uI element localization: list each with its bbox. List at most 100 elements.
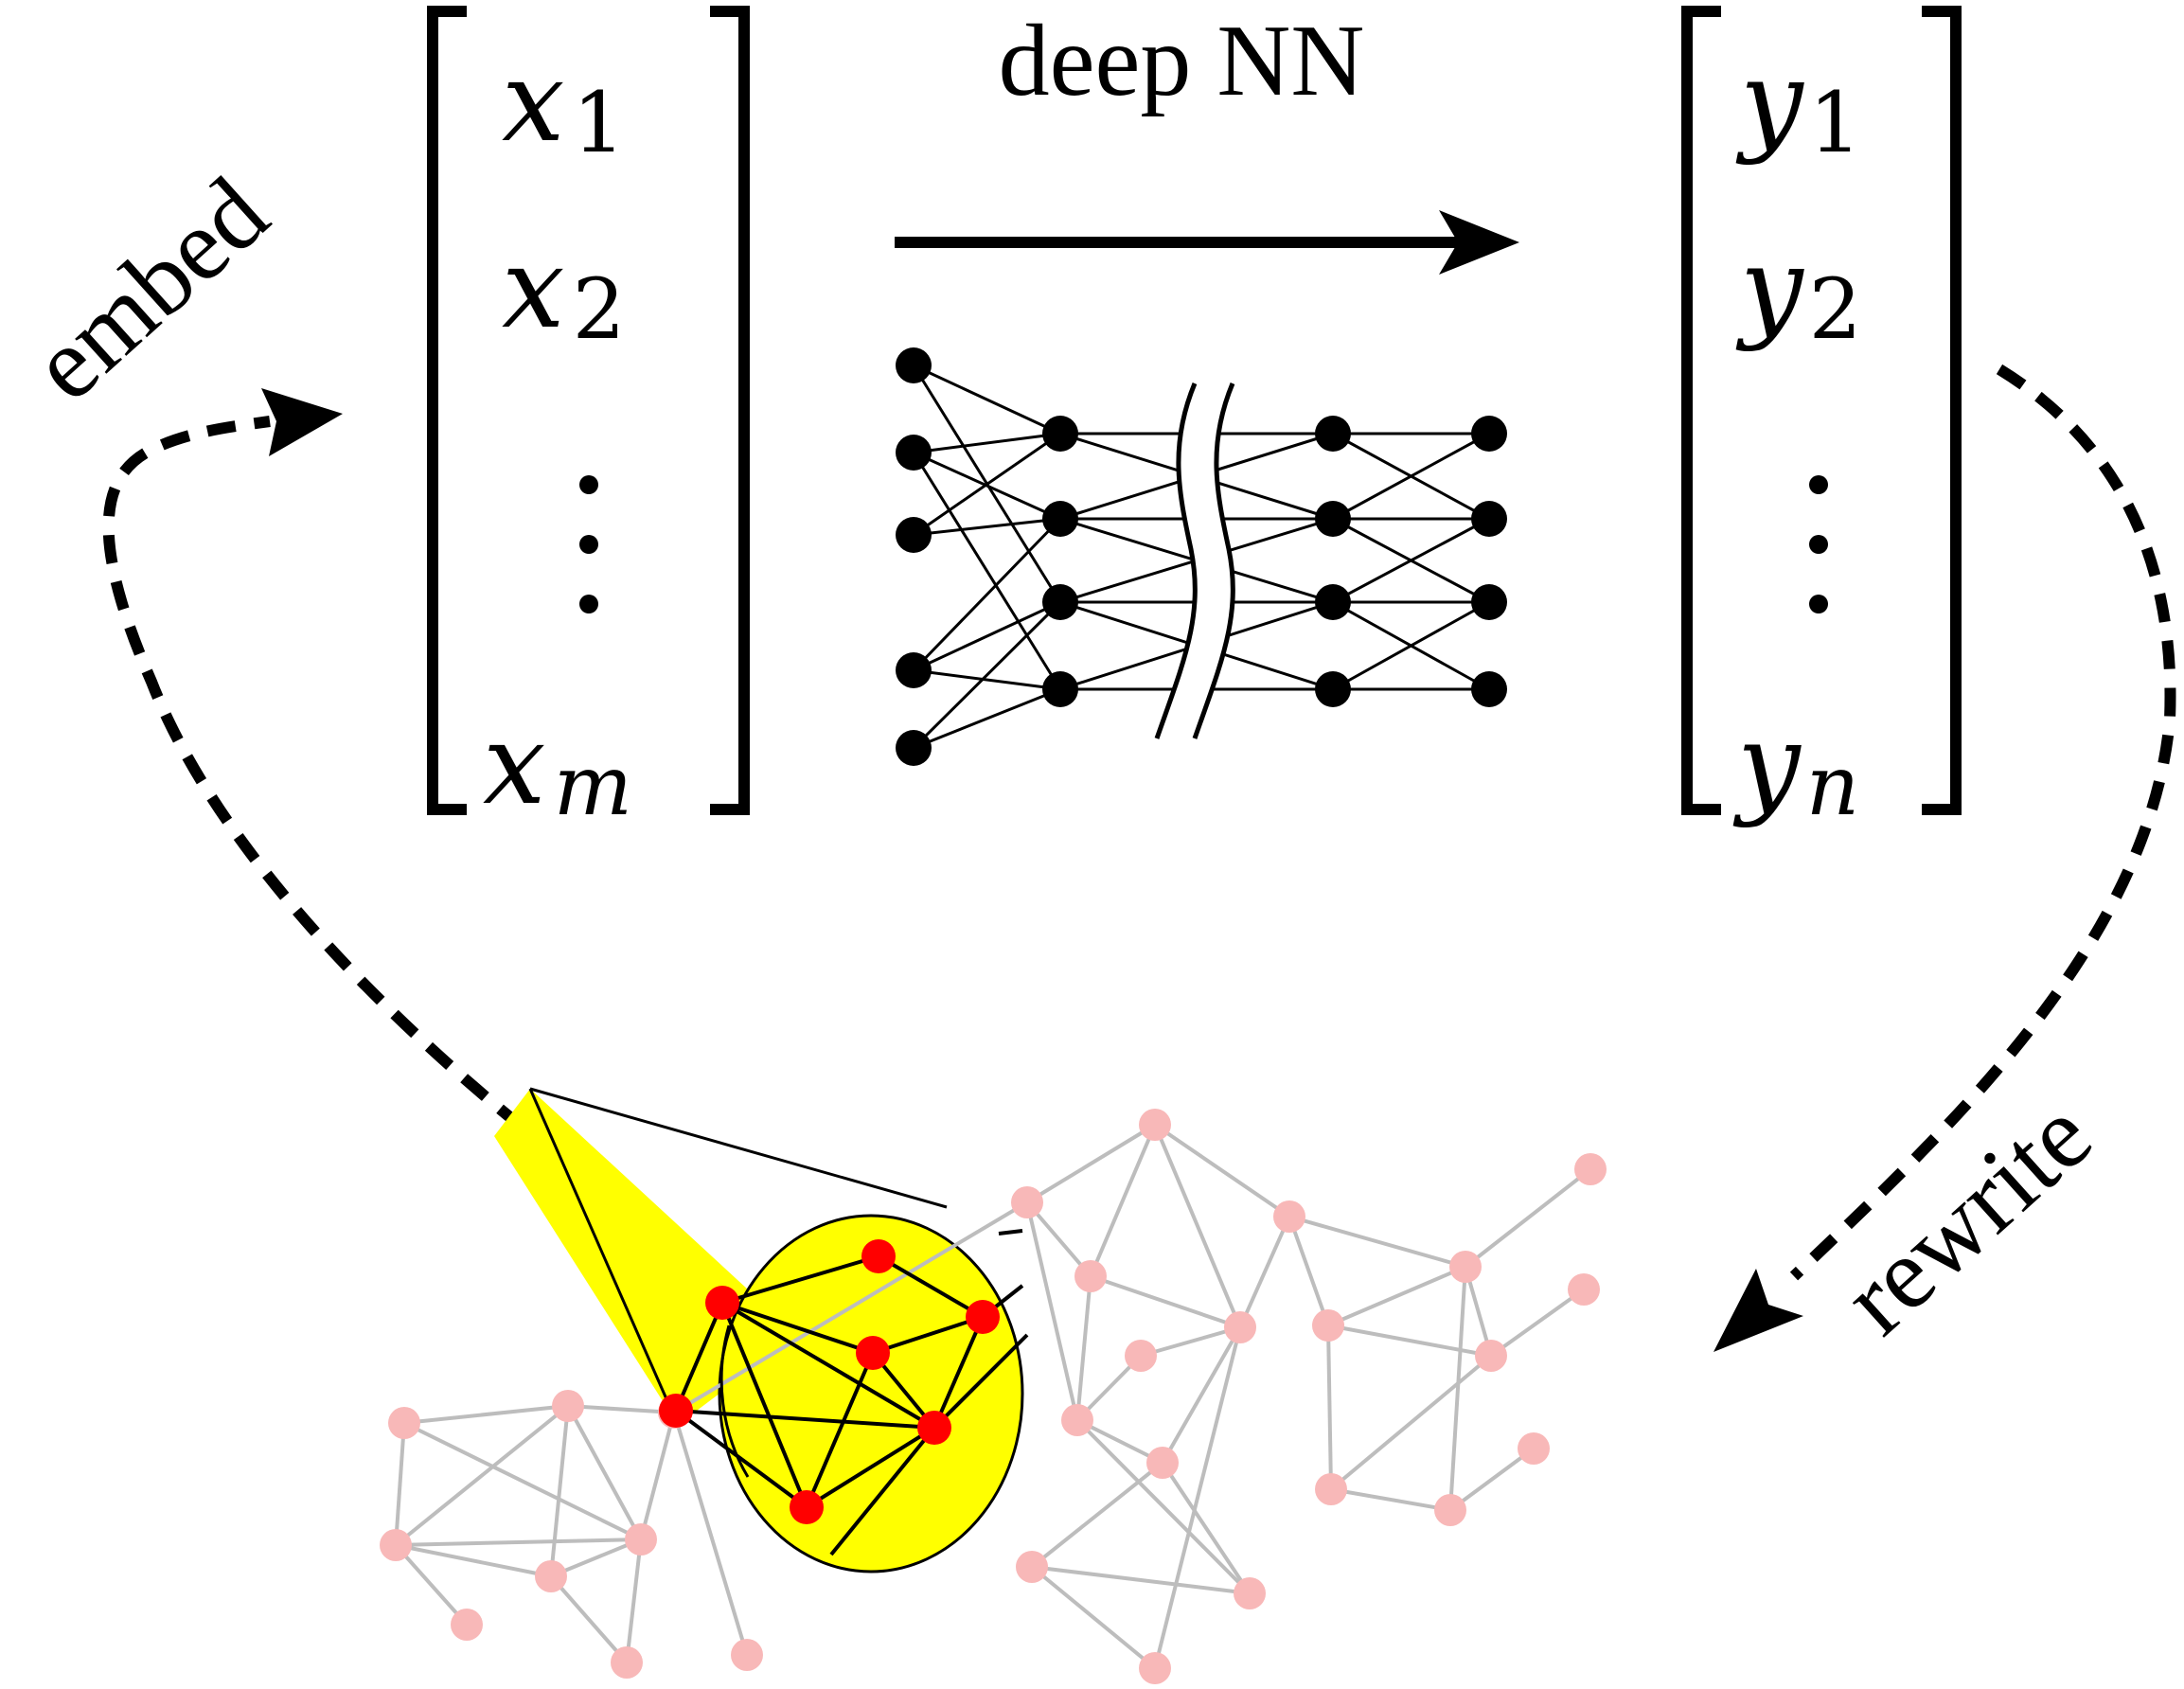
nn-node	[896, 517, 932, 553]
input-vector: x1 x2 xm	[427, 6, 750, 834]
nn-edge	[913, 364, 1061, 436]
nn-node	[1042, 584, 1078, 620]
graph-edge	[403, 1421, 642, 1541]
input-entry-1: x1	[502, 36, 626, 171]
graph-edge	[549, 1405, 570, 1577]
graph-edge	[1288, 1215, 1466, 1269]
graph-edge	[395, 1538, 642, 1547]
graph-node	[1449, 1251, 1482, 1283]
graph-edge	[1075, 1275, 1092, 1421]
highlight-edge	[675, 1409, 935, 1430]
graph-edge	[394, 1543, 469, 1627]
graph-node	[1315, 1473, 1347, 1505]
highlight-edge	[829, 1426, 936, 1556]
graph-node	[1475, 1340, 1507, 1372]
graph-edge	[1326, 1325, 1333, 1490]
nn-break-line	[1154, 382, 1198, 739]
highlight-edge	[932, 1333, 1029, 1430]
graph-node	[1574, 1153, 1607, 1185]
input-entry-m: xm	[483, 699, 632, 834]
graph-edge	[1330, 1487, 1451, 1512]
nn-break-line	[1192, 382, 1235, 739]
highlight-edge	[932, 1316, 985, 1429]
output-vector: y1 y2 yn	[1681, 6, 1962, 834]
nn-node	[1315, 671, 1351, 707]
nn-edge	[912, 517, 1062, 672]
graph-node	[1139, 1652, 1171, 1684]
nn-edge	[912, 600, 1062, 750]
graph-node	[1125, 1340, 1157, 1372]
nn-node	[1315, 416, 1351, 452]
graph-edge	[1287, 1216, 1330, 1326]
graph-node	[1434, 1494, 1466, 1526]
output-entry-2: y2	[1735, 222, 1862, 358]
graph-node	[731, 1639, 763, 1671]
graph-edge	[1464, 1167, 1592, 1269]
output-entry-1: y1	[1735, 36, 1862, 171]
graph-edge	[395, 1543, 552, 1578]
nn-edge	[913, 517, 1061, 537]
nn-edge	[913, 687, 1061, 750]
nn-edge	[912, 452, 1062, 690]
graph-edge	[1030, 1565, 1157, 1670]
graph-edge	[1161, 1326, 1242, 1464]
graph-edge	[1030, 1461, 1164, 1569]
graph-node	[388, 1407, 420, 1439]
graph-edge	[1448, 1266, 1467, 1511]
highlight-node	[966, 1300, 1000, 1334]
highlight-node	[705, 1286, 739, 1320]
input-ellipsis	[579, 475, 598, 613]
output-entry-n: yn	[1732, 699, 1859, 834]
nn-node	[896, 435, 932, 471]
input-right-bracket	[710, 6, 750, 815]
graph-network-icon	[380, 1109, 1607, 1684]
graph-edge	[549, 1574, 629, 1664]
graph-node	[1224, 1311, 1256, 1343]
graph-edge	[394, 1404, 570, 1547]
nn-node	[1471, 501, 1507, 537]
highlight-node	[861, 1239, 896, 1273]
network-label: deep NN	[999, 5, 1365, 117]
nn-edge	[913, 668, 1061, 691]
graph-node	[451, 1609, 483, 1641]
graph-node	[1273, 1200, 1305, 1233]
highlight-edge	[674, 1409, 808, 1509]
graph-edge	[1153, 1123, 1291, 1218]
graph-edge	[566, 1405, 643, 1540]
graph-edge	[1140, 1325, 1241, 1358]
nn-node	[1042, 416, 1078, 452]
graph-node	[1312, 1309, 1344, 1342]
highlight-edge	[998, 1229, 1023, 1236]
nn-node	[896, 730, 932, 766]
graph-edge	[1090, 1274, 1241, 1329]
highlight-edge	[721, 1301, 874, 1355]
graph-edge	[1238, 1216, 1291, 1328]
input-left-bracket	[427, 6, 467, 815]
graph-edge	[672, 1412, 749, 1656]
nn-node	[1471, 416, 1507, 452]
graph-node	[611, 1646, 643, 1679]
graph-node	[1011, 1186, 1043, 1218]
highlight-edge	[721, 1254, 879, 1305]
output-left-bracket	[1681, 6, 1721, 815]
highlight-node	[659, 1394, 693, 1428]
highlight-edge	[805, 1426, 936, 1509]
graph-edge	[1089, 1124, 1157, 1277]
graph-node	[1234, 1577, 1266, 1609]
graph-edge	[1031, 1565, 1251, 1595]
nn-edge	[913, 432, 1061, 537]
output-right-bracket	[1922, 6, 1962, 815]
graph-node	[1146, 1447, 1179, 1479]
graph-edge	[567, 1404, 675, 1414]
output-ellipsis	[1809, 475, 1828, 613]
graph-edge	[639, 1412, 676, 1540]
nn-node	[896, 652, 932, 688]
graph-node	[1016, 1551, 1048, 1583]
highlight-edge	[877, 1254, 985, 1319]
highlight-edge	[805, 1352, 875, 1508]
forward-arrow	[895, 210, 1519, 275]
embed-label: embed	[10, 156, 289, 422]
graph-edge	[625, 1538, 643, 1663]
graph-edge	[403, 1404, 569, 1425]
